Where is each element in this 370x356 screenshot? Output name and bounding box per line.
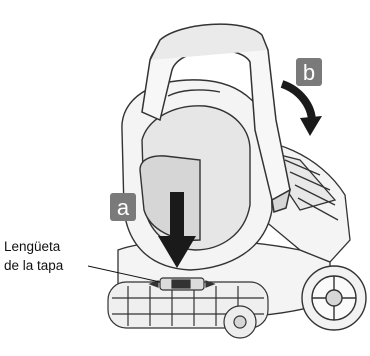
lid-tab-label-line2: de la tapa (4, 256, 63, 275)
callout-b: b (296, 58, 322, 86)
arrow-b (282, 84, 322, 136)
wheel (302, 266, 366, 330)
lid-tab (150, 278, 214, 290)
lid-tab-label-line1: Lengüeta (4, 237, 63, 256)
lid-tab-label: Lengüeta de la tapa (4, 237, 63, 275)
callout-a-label: a (117, 195, 130, 220)
brush-gear (224, 306, 256, 338)
callout-a: a (110, 193, 136, 221)
callout-b-label: b (303, 60, 315, 85)
